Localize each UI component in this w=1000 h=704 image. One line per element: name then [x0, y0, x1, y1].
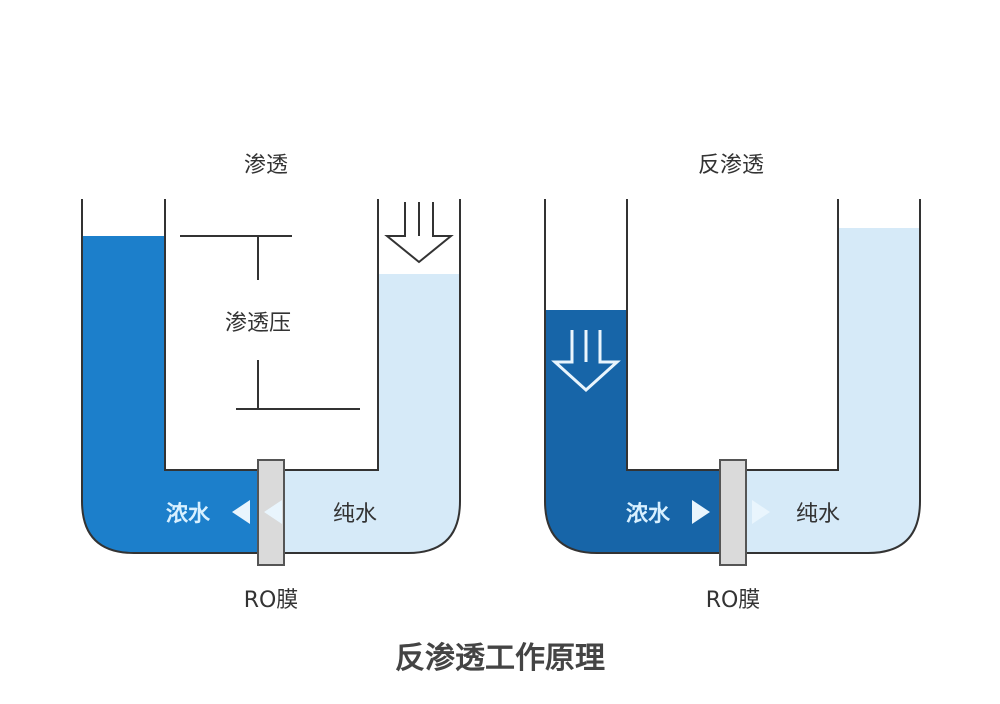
membrane-label-right: RO膜 [706, 588, 761, 613]
reverse-osmosis-panel: 反渗透 浓水 纯水 RO膜 [544, 153, 921, 613]
arrow-left-icon [232, 500, 282, 524]
osmotic-pressure-bracket [180, 235, 360, 410]
arrow-right-icon [692, 500, 770, 524]
double-arrow-down-icon [551, 330, 621, 393]
membrane-label-left: RO膜 [244, 588, 299, 613]
osmotic-pressure-label: 渗透压 [225, 311, 291, 336]
ro-membrane-right [719, 459, 747, 566]
u-tube-inner-wall-right [626, 199, 839, 471]
concentrate-water-left [82, 236, 258, 553]
diagram-title: 反渗透工作原理 [395, 641, 605, 676]
concentrate-label-left: 浓水 [166, 502, 211, 527]
pure-water-label-right: 纯水 [796, 502, 840, 527]
osmosis-label: 渗透 [244, 153, 288, 178]
concentrate-label-right: 浓水 [626, 502, 671, 527]
pure-water-left [284, 274, 460, 553]
reverse-osmosis-label: 反渗透 [698, 153, 764, 178]
pure-water-right [746, 228, 920, 553]
concentrate-water-right [545, 310, 720, 553]
double-arrow-down-icon [384, 202, 454, 264]
osmosis-panel: 渗透 渗透压 浓水 纯水 RO膜 [81, 153, 461, 613]
pure-water-label-left: 纯水 [333, 502, 377, 527]
